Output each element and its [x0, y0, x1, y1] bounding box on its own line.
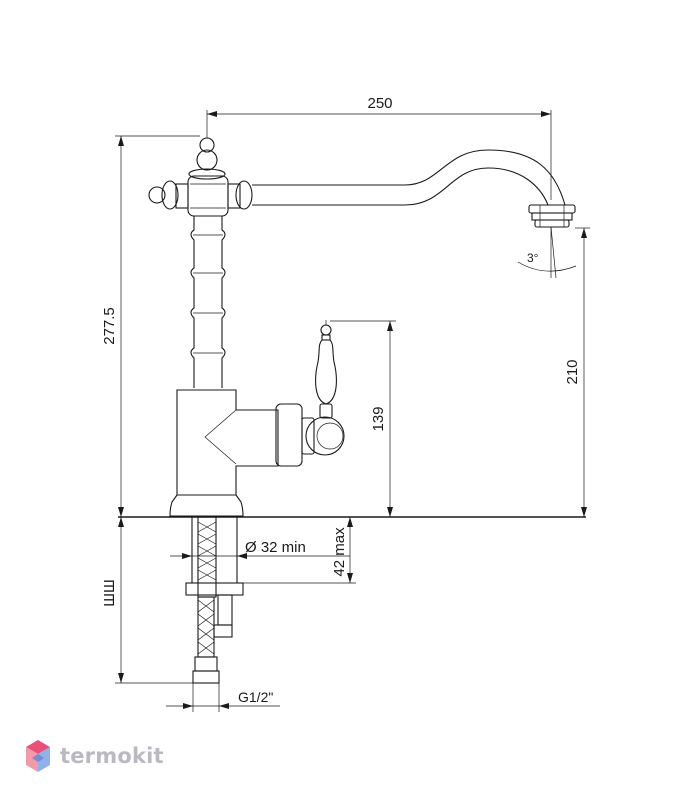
- brand-name: termokit: [60, 744, 164, 768]
- termokit-logo-icon: [26, 740, 50, 772]
- faucet-outline: [118, 137, 586, 684]
- brand-watermark: termokit: [24, 736, 164, 776]
- dim-hole-diameter: Ø 32 min: [245, 539, 306, 556]
- braided-hose-pattern: [197, 521, 217, 655]
- dim-spout-reach: 250: [367, 95, 392, 112]
- dim-deck-thickness: 42 max: [331, 527, 348, 577]
- dim-hose-length: ШШ: [101, 579, 118, 607]
- dim-spout-height: 210: [564, 359, 581, 384]
- dim-spout-angle: 3°: [527, 251, 539, 265]
- dim-total-height: 277.5: [101, 307, 118, 345]
- dim-connection: G1/2": [238, 689, 273, 705]
- dimension-lines: [115, 110, 590, 712]
- dim-handle-height: 139: [370, 406, 387, 431]
